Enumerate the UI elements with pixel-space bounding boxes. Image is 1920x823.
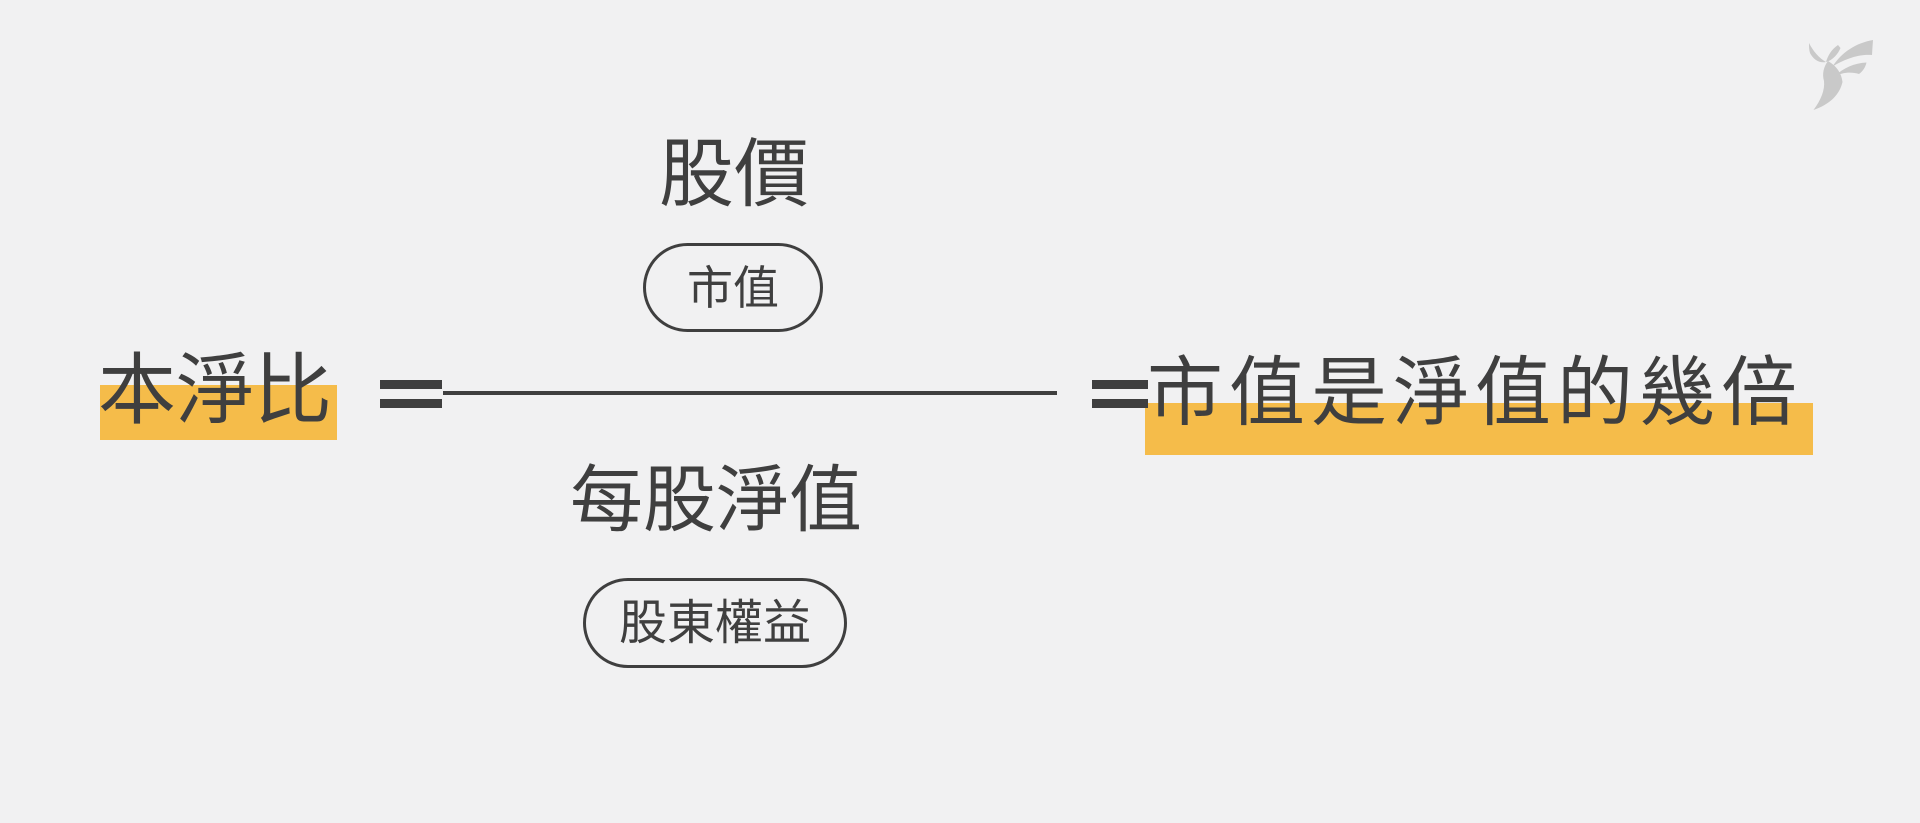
formula-right-term: 市值是淨值的幾倍	[1147, 348, 1803, 437]
equals-bottom-bar	[1092, 399, 1148, 408]
fraction-numerator: 股價	[659, 130, 810, 218]
equals-bottom-bar	[380, 399, 442, 408]
denominator-annotation-pill: 股東權益	[583, 578, 847, 668]
equals-top-bar	[380, 380, 442, 389]
denominator-annotation-label: 股東權益	[618, 595, 811, 651]
equals-sign-right	[1092, 380, 1148, 408]
formula-left-term: 本淨比	[98, 346, 333, 436]
fraction-line	[443, 391, 1057, 395]
fraction-denominator: 每股淨值	[570, 458, 862, 543]
equals-top-bar	[1092, 380, 1148, 389]
left-term-highlight	[100, 385, 337, 440]
equals-sign-left	[380, 380, 442, 408]
numerator-annotation-pill: 市值	[643, 243, 823, 332]
numerator-annotation-label: 市值	[687, 260, 779, 315]
bird-logo-icon	[1809, 40, 1873, 110]
right-term-highlight	[1145, 403, 1813, 455]
